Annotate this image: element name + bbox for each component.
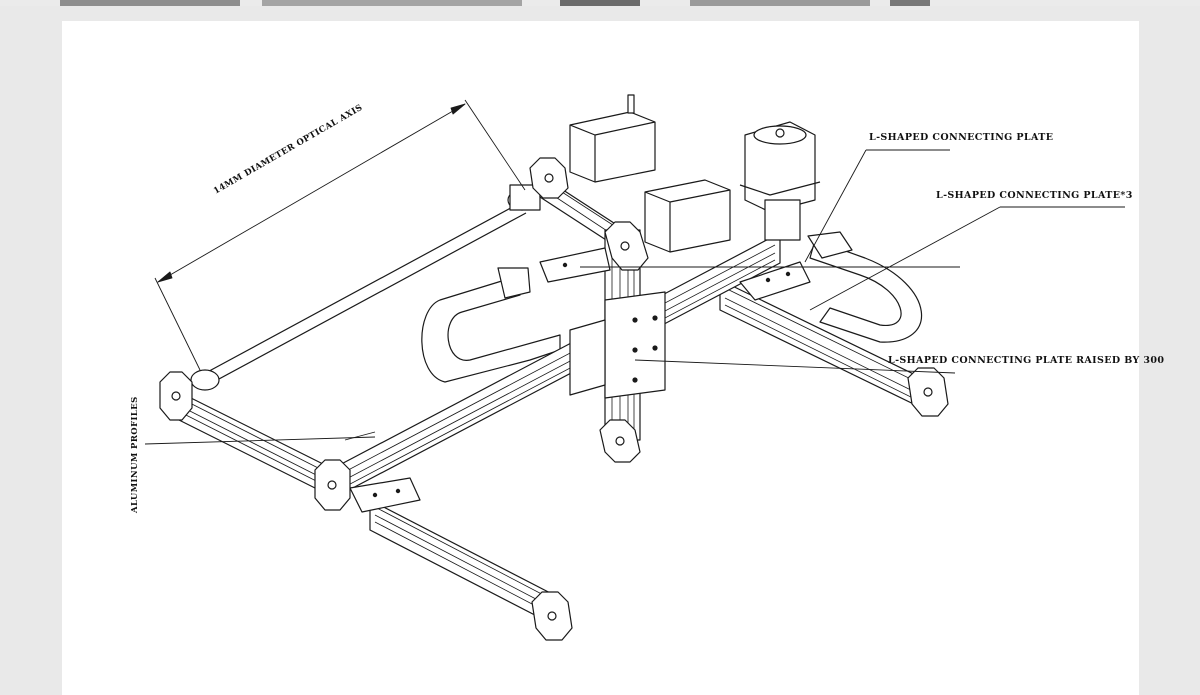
rail-z-column xyxy=(569,229,666,441)
optical-axis-rod xyxy=(190,184,541,391)
rail-left-front xyxy=(174,389,336,499)
carriage-plate-front xyxy=(349,477,421,513)
stepper-motor-z xyxy=(644,179,731,253)
dimension-line xyxy=(154,99,526,371)
rail-front-y xyxy=(369,499,561,629)
end-cap-right-front xyxy=(907,367,949,417)
label-l-plate: L-SHAPED CONNECTING PLATE xyxy=(869,132,1054,143)
gantry-drawing xyxy=(144,94,1125,641)
l-plate-right xyxy=(739,261,811,301)
label-l-plate-raised: L-SHAPED CONNECTING PLATE RAISED BY 300 xyxy=(888,355,1165,366)
cable-chain-right xyxy=(807,231,922,343)
stepper-motor-right xyxy=(739,121,821,241)
end-cap-front-middle xyxy=(314,459,351,511)
cable-chain-left xyxy=(421,267,561,383)
label-l-plate-x3: L-SHAPED CONNECTING PLATE*3 xyxy=(936,190,1133,201)
stepper-motor-back xyxy=(569,94,656,183)
end-cap-z-top xyxy=(604,221,649,271)
end-cap-front-bottom xyxy=(531,591,573,641)
end-cap-z-bottom xyxy=(599,419,641,463)
leader-lines xyxy=(144,149,1125,445)
top-image-strip xyxy=(0,0,1200,6)
l-plate-back xyxy=(539,247,611,283)
diagram-card: L-SHAPED CONNECTING PLATE L-SHAPED CONNE… xyxy=(62,21,1164,695)
label-aluminum-profiles: ALUMINUM PROFILES xyxy=(130,396,140,513)
end-cap-front-left xyxy=(159,371,193,421)
end-cap-back xyxy=(529,157,569,199)
